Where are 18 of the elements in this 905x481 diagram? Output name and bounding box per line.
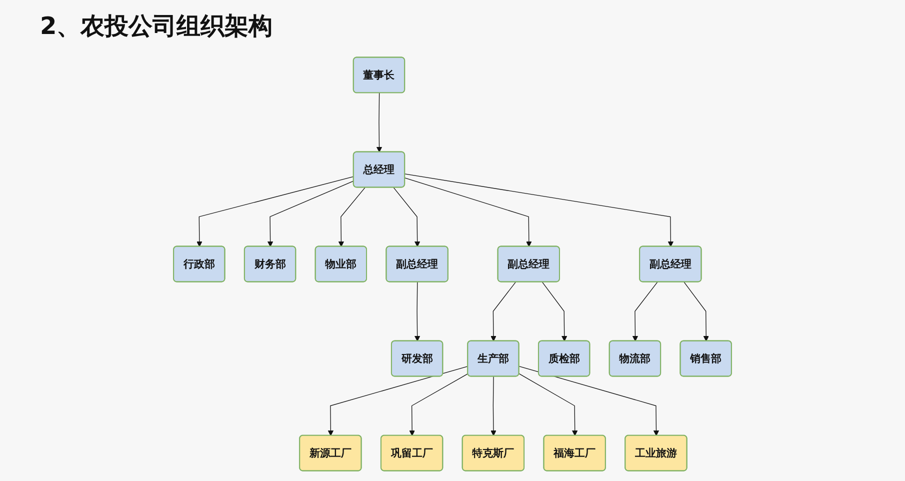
arrow (632, 282, 658, 342)
arrow (542, 282, 568, 342)
arrow (404, 174, 674, 247)
arrow (490, 282, 516, 342)
arrow (518, 373, 578, 436)
arrow (414, 282, 420, 342)
diagram-title: 2、农投公司组织架构 (40, 11, 273, 42)
arrow (409, 373, 468, 436)
arrow (196, 176, 354, 247)
arrow (393, 187, 420, 247)
arrow (490, 376, 496, 436)
arrow (376, 92, 382, 152)
arrow (338, 187, 366, 247)
arrow (518, 366, 660, 436)
arrow (267, 180, 354, 247)
arrow (684, 282, 709, 342)
arrow (328, 366, 468, 436)
arrow (404, 178, 532, 247)
